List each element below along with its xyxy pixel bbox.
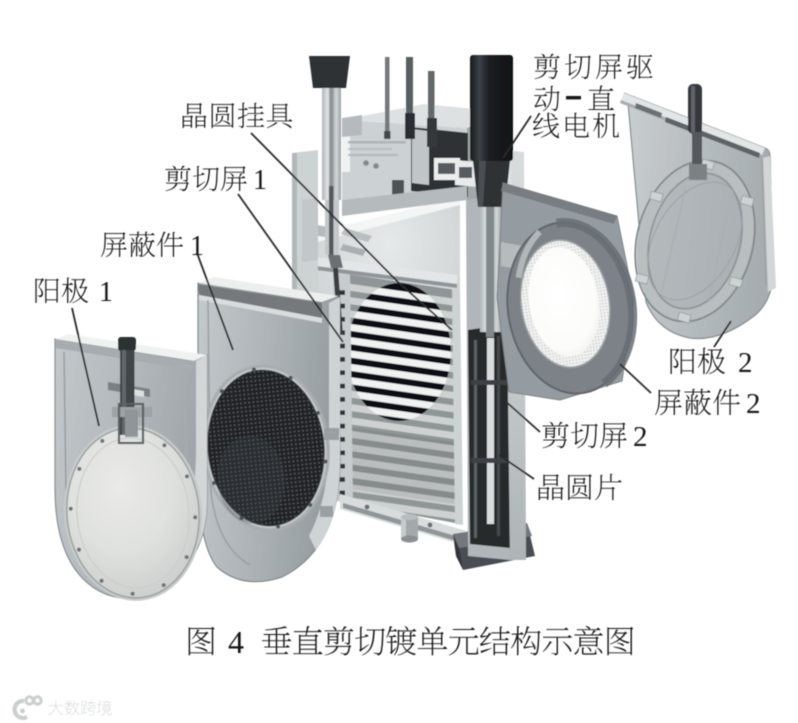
svg-text:4: 4 <box>228 624 244 660</box>
svg-text:2: 2 <box>633 421 648 453</box>
svg-text:1: 1 <box>253 165 267 196</box>
svg-text:1: 1 <box>99 277 113 308</box>
svg-text:1: 1 <box>190 231 204 262</box>
svg-text:2: 2 <box>738 347 753 379</box>
svg-text:2: 2 <box>746 388 761 420</box>
